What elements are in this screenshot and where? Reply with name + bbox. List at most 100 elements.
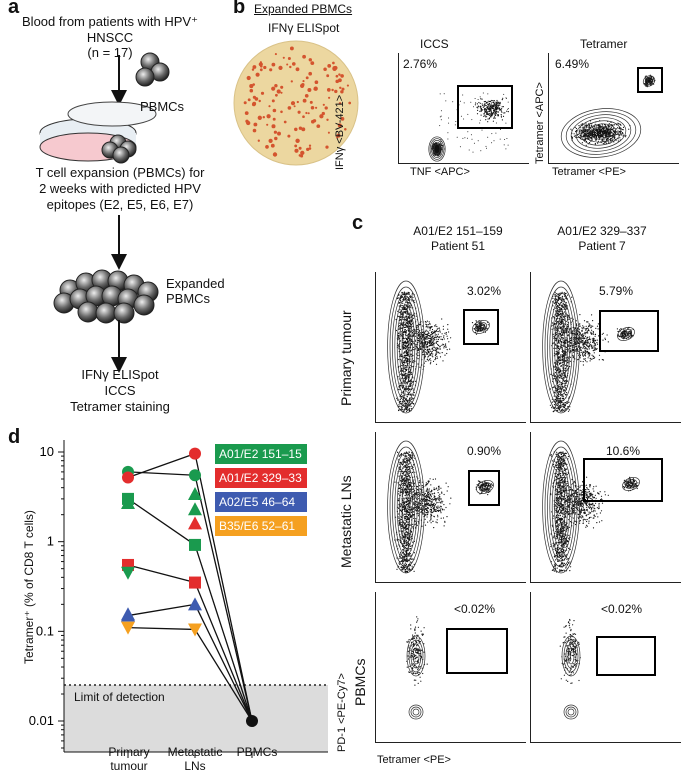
plot-primary-patient7: 5.79% <box>530 272 681 423</box>
col1-line-1: A01/E2 151–159 <box>413 224 503 238</box>
tetramer-dots <box>560 74 656 158</box>
data-point-triangle <box>188 487 202 501</box>
connector-line <box>194 475 253 722</box>
assay-line-3: Tetramer staining <box>70 399 170 414</box>
iccs-plot: 2.76% <box>398 53 529 164</box>
legend-label: A02/E5 46–64 <box>219 495 295 509</box>
connector-line <box>194 544 253 722</box>
connector-line <box>194 604 253 722</box>
dots-r2c1 <box>387 440 494 574</box>
blood-line-1: Blood from patients with HPV⁺ HNSCC <box>22 14 198 45</box>
row-1-label: Primary tumour <box>338 310 354 406</box>
y-tick-label: 1 <box>47 534 54 549</box>
plot-pbmcs-patient7: <0.02% <box>530 592 681 743</box>
legend-swatch <box>215 444 307 464</box>
connector-line <box>194 629 253 722</box>
data-point-triangle <box>121 608 135 622</box>
elispot-well-image <box>233 40 359 166</box>
iccs-gate <box>457 85 513 129</box>
panel-b-letter: b <box>233 0 246 18</box>
expanded-pbmcs-header: Expanded PBMCs <box>254 2 353 16</box>
gate-r3c2 <box>596 636 656 676</box>
connecting-lines <box>127 452 253 722</box>
data-point-circle <box>189 469 201 482</box>
pbmc-cells-icon <box>135 52 170 87</box>
pct-r2c2: 10.6% <box>606 444 641 458</box>
data-point-triangle-down <box>121 566 135 580</box>
row-3-label: PBMCs <box>352 658 368 706</box>
panel-c-x-label: Tetramer <PE> <box>377 754 451 766</box>
blood-line-2: (n = 17) <box>87 45 133 60</box>
gate-r1c1 <box>463 309 499 345</box>
pct-r1c1: 3.02% <box>467 284 502 298</box>
iccs-percentage: 2.76% <box>403 57 438 71</box>
plot-pbmcs-patient51: <0.02% <box>375 592 526 743</box>
expanded-cells-icon <box>53 269 159 324</box>
connector-line <box>127 564 196 584</box>
dots-r3c1 <box>406 616 428 720</box>
y-axis-label: Tetramer⁺ (% of CD8 T cells) <box>22 510 36 664</box>
panel-c-letter: c <box>352 212 364 234</box>
data-points <box>121 447 258 728</box>
elispot-label: IFNγ ELISpot <box>268 21 340 35</box>
data-point-circle <box>189 447 201 460</box>
gate-r2c2 <box>583 458 663 502</box>
col1-line-2: Patient 51 <box>430 239 486 253</box>
connector-line <box>127 603 196 617</box>
connector-line <box>194 453 253 722</box>
plot-primary-patient51: 3.02% <box>375 272 526 423</box>
iccs-y-label: IFNγ <BV-421> <box>334 94 346 170</box>
data-point-triangle <box>188 502 202 516</box>
iccs-dots <box>428 92 509 162</box>
gate-r2c1 <box>468 470 500 506</box>
data-point-circle <box>122 471 134 484</box>
y-tick-label: 0.01 <box>29 713 54 728</box>
tetramer-gate <box>637 67 663 93</box>
data-point-triangle-down <box>188 623 202 637</box>
data-point-square <box>189 538 201 551</box>
pbmcs-label: PBMCs <box>140 99 185 114</box>
blood-source-label: Blood from patients with HPV⁺ HNSCC (n =… <box>0 14 220 60</box>
legend-label: A01/E2 329–33 <box>219 471 302 485</box>
dots-r3c2 <box>559 618 581 720</box>
pct-r3c1: <0.02% <box>454 602 496 616</box>
tetramer-title: Tetramer <box>580 37 628 51</box>
data-point-triangle <box>121 495 135 509</box>
connector-line <box>127 626 196 631</box>
iccs-title: ICCS <box>420 37 449 51</box>
connector-line <box>194 582 253 722</box>
data-point-triangle <box>188 516 202 530</box>
lod-label: Limit of detection <box>74 690 165 704</box>
dots-r1c1 <box>387 280 490 414</box>
data-point-triangle-down <box>121 621 135 635</box>
expansion-line-2: 2 weeks with predicted HPV <box>39 181 201 196</box>
expanded-line-1: Expanded <box>166 276 225 291</box>
pct-r2c1: 0.90% <box>467 444 502 458</box>
x-category-pbmcs: PBMCs <box>236 745 278 759</box>
gate-r1c2 <box>599 310 659 352</box>
petri-dish-icon <box>39 101 157 164</box>
expansion-line-1: T cell expansion (PBMCs) for <box>35 165 205 180</box>
legend-swatch <box>215 516 307 536</box>
assay-line-1: IFNγ ELISpot <box>81 367 159 382</box>
tetramer-plot: 6.49% <box>548 53 679 164</box>
lod-shaded-region <box>64 685 328 752</box>
category-1: Metastatic LNs <box>167 745 223 773</box>
connector-line <box>127 471 196 476</box>
workflow-diagram <box>39 52 170 373</box>
column-2-header: A01/E2 329–337 Patient 7 <box>532 224 672 254</box>
tetramer-x-label: Tetramer <PE> <box>552 166 626 178</box>
pct-r1c2: 5.79% <box>599 284 634 298</box>
gate-r3c1 <box>446 628 508 674</box>
col2-line-2: Patient 7 <box>578 239 626 253</box>
plot-lns-patient51: 0.90% <box>375 432 526 583</box>
pct-r3c2: <0.02% <box>601 602 643 616</box>
panel-a-letter: a <box>8 0 20 18</box>
expansion-text: T cell expansion (PBMCs) for 2 weeks wit… <box>0 165 240 213</box>
dots-r2c2 <box>542 440 640 574</box>
column-1-header: A01/E2 151–159 Patient 51 <box>388 224 528 254</box>
connector-line <box>127 452 196 479</box>
dots-r1c2 <box>542 280 635 414</box>
